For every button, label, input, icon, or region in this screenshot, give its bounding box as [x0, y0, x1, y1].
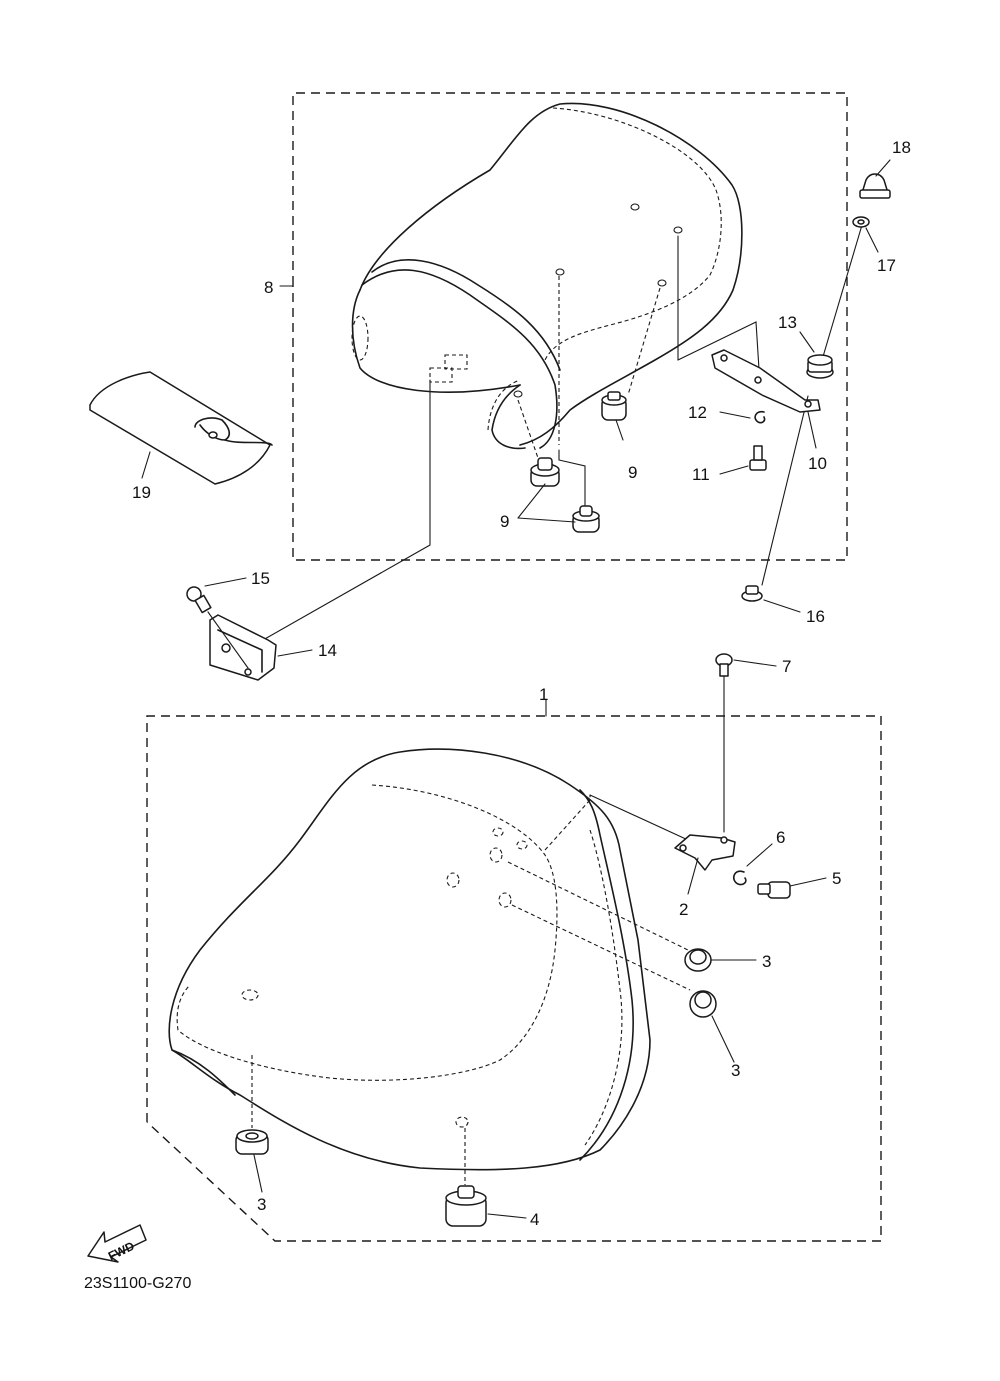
rubber-damper-9-front [530, 457, 560, 487]
passenger-seat [351, 102, 743, 450]
clip-6 [732, 870, 747, 886]
callout-13: 13 [778, 313, 797, 332]
forward-arrow-icon: FWD [87, 1224, 147, 1263]
callout-18: 18 [892, 138, 911, 157]
damper-4 [445, 1185, 487, 1227]
callout-14: 14 [318, 641, 337, 660]
bracket-10 [711, 349, 821, 413]
bracket-14 [209, 614, 277, 681]
callout-16: 16 [806, 607, 825, 626]
damper-3-lower [235, 1129, 269, 1155]
seat-cover-19 [89, 371, 273, 485]
callout-6: 6 [776, 828, 785, 847]
bolt-11 [749, 445, 767, 471]
screw-15 [186, 586, 249, 669]
screw-7 [715, 653, 733, 677]
callout-3-upper: 3 [762, 952, 771, 971]
rubber-damper-9-right [601, 391, 627, 421]
callout-12: 12 [688, 403, 707, 422]
callout-3-lower: 3 [257, 1195, 266, 1214]
rider-seat [168, 748, 651, 1171]
bracket-2 [674, 834, 736, 871]
leader-lines-lower [251, 675, 725, 1185]
callout-2: 2 [679, 900, 688, 919]
callout-4: 4 [530, 1210, 539, 1229]
damper-3-middle [689, 990, 717, 1018]
callout-15: 15 [251, 569, 270, 588]
callout-10: 10 [808, 454, 827, 473]
callout-8: 8 [264, 278, 273, 297]
callout-17: 17 [877, 256, 896, 275]
bolt-5 [757, 881, 791, 899]
callout-7: 7 [782, 657, 791, 676]
callout-9-left: 9 [500, 512, 509, 531]
cap-nut-18 [859, 173, 891, 199]
callout-5: 5 [832, 869, 841, 888]
grommet-13 [806, 354, 834, 379]
callout-leaders [141, 159, 891, 1219]
clip-12 [754, 410, 766, 424]
washer-17 [852, 216, 870, 228]
nut-16 [741, 585, 763, 602]
leader-lines-upper [262, 224, 863, 641]
callout-11: 11 [692, 465, 710, 484]
damper-3-upper [684, 948, 712, 972]
callout-9-right: 9 [628, 463, 637, 482]
callout-3-middle: 3 [731, 1061, 740, 1080]
group-box-lower [146, 715, 882, 1242]
group-box-upper [292, 92, 848, 561]
callout-1: 1 [539, 685, 548, 704]
drawing-code: 23S1100-G270 [84, 1275, 191, 1292]
rubber-damper-9-rear [572, 505, 600, 533]
callout-19: 19 [132, 483, 151, 502]
